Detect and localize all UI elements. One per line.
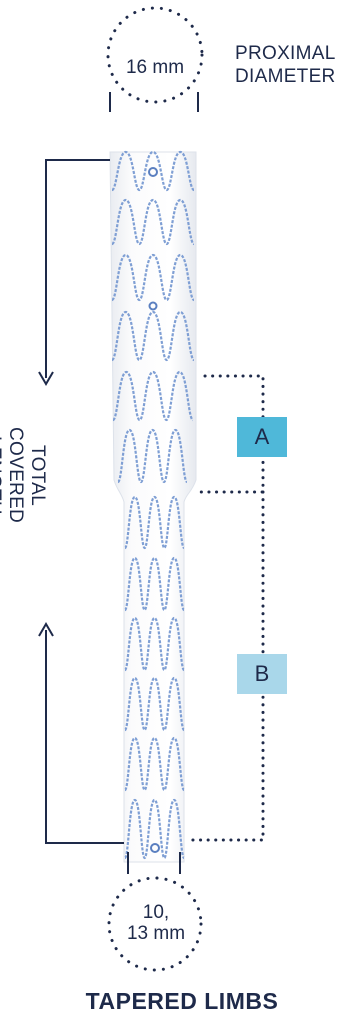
stent-wire-ring [123, 676, 186, 732]
distal-diameter-circle [107, 876, 203, 972]
stent-markers [148, 167, 160, 853]
stent-wire-ring [123, 556, 186, 612]
stent-wire-ring [111, 370, 195, 422]
stent-wire-ring [110, 150, 196, 192]
length-arrow-down [38, 371, 54, 386]
stent-wire-ring [123, 495, 186, 550]
length-bracket-top [45, 159, 110, 378]
length-arrow-up [38, 622, 54, 637]
stent-wire-ring [116, 428, 189, 484]
segment-b-bracket [190, 490, 265, 842]
proximal-diameter-label: PROXIMAL DIAMETER [235, 43, 336, 87]
stent-wire-ring [123, 736, 186, 792]
distal-diameter-value: 10, 13 mm [126, 902, 186, 944]
segment-a-bracket [192, 374, 265, 494]
stent-wire-ring [123, 798, 186, 860]
stent-wire-rings [110, 150, 196, 860]
segment-a-label: A [254, 424, 270, 449]
segment-a-box: A [237, 417, 287, 457]
segment-b-label: B [254, 661, 270, 686]
stent-wire-ring [110, 198, 196, 246]
length-bracket-bottom [45, 630, 124, 844]
stent-wire-ring [110, 253, 196, 302]
proximal-diameter-value: 16 mm [125, 57, 185, 78]
stent-wire-ring [110, 310, 196, 362]
proximal-diameter-circle [106, 6, 204, 104]
stent-wire-ring [123, 616, 186, 672]
diagram-title: TAPERED LIMBS [85, 988, 279, 1014]
segment-b-box: B [237, 654, 287, 694]
total-covered-length-label: TOTAL COVERED LENGTH [0, 426, 48, 524]
